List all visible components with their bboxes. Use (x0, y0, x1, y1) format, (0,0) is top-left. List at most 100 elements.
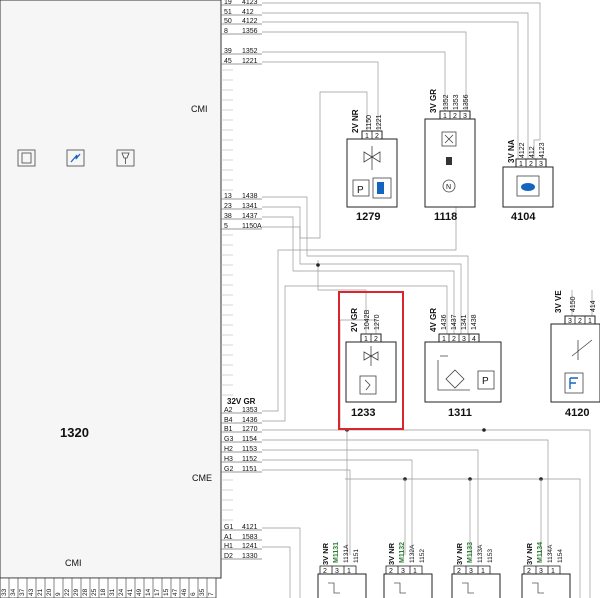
connector-label-1233: 2V GR (350, 308, 359, 332)
injector-wire-b-4: 1154 (557, 549, 564, 563)
pin-1311-1: 1 (442, 336, 446, 343)
component-4120[interactable]: 3V VE 4150 414 3 2 1 4120 (550, 290, 600, 419)
bottom-pin-16: 14 (145, 588, 152, 596)
bottom-pin-9: 28 (82, 588, 89, 596)
component-1233[interactable]: 2V GR 1042B 1270 1 2 1233 (338, 291, 404, 430)
ecu-code: 1320 (60, 425, 89, 440)
p-icon-1311: P (482, 376, 489, 387)
injector-symbol-icon (328, 582, 340, 594)
ecu-pin-top-4: 39 (224, 48, 232, 55)
bottom-pin-12: 31 (109, 588, 116, 596)
bottom-pin-20: 46 (181, 588, 188, 596)
ecu-wire-bot-0: 4121 (242, 524, 258, 531)
relay-icon (17, 149, 36, 167)
ecu-wire-mid-3: 1150A (242, 223, 262, 230)
bottom-pin-22: 35 (199, 588, 206, 596)
bottom-pin-19: 47 (172, 588, 179, 596)
pin-1233-1: 1 (364, 336, 368, 343)
wire-4120-a: 4150 (570, 296, 577, 312)
component-1279[interactable]: 2V NR 1150 1221 1 2 P 1279 (346, 109, 398, 223)
ecu-wire-top-3: 1356 (242, 28, 258, 35)
injector-icon (116, 149, 135, 167)
wire-routing (262, 2, 593, 598)
injector-pin-2-1: 3 (401, 568, 405, 575)
component-1118[interactable]: 3V GR 1352 1353 1356 1 2 3 N 1118 (424, 89, 476, 223)
gauge-icon: N (446, 184, 451, 191)
pin-1118-3: 3 (463, 113, 467, 120)
ecu-pin-mid-0: 13 (224, 193, 232, 200)
pin-1311-4: 4 (472, 336, 476, 343)
bottom-pin-21: 6 (190, 592, 197, 596)
ecu-pin-top-0: 19 (224, 0, 232, 6)
code-4104: 4104 (511, 211, 536, 223)
pin-4120-3: 3 (568, 318, 572, 325)
bottom-pin-14: 41 (127, 588, 134, 596)
bottom-pin-3: 43 (28, 588, 35, 596)
cmi-label-bottom: CMI (65, 558, 82, 568)
cme-label: CME (192, 473, 212, 483)
pin-4104-3: 3 (539, 161, 543, 168)
pin-4104-2: 2 (529, 161, 533, 168)
ecu-pin-top-1: 51 (224, 9, 232, 16)
bottom-pin-7: 22 (64, 588, 71, 596)
pin-1118-1: 1 (443, 113, 447, 120)
ecu-wire-cme-5: 1152 (242, 456, 257, 463)
injector-code-4: M1134 (537, 542, 544, 563)
injector-code-3: M1133 (467, 542, 474, 563)
wire-1311-c: 1341 (461, 314, 468, 330)
ecu-wire-mid-0: 1438 (242, 193, 258, 200)
fuel-pump-icon (377, 182, 384, 194)
bottom-pin-5: 20 (46, 588, 53, 596)
bottom-pin-10: 25 (91, 588, 98, 596)
code-1311: 1311 (448, 407, 472, 419)
wire-4104-b: 412 (529, 146, 536, 158)
wire-1233-a: 1042B (364, 309, 371, 330)
bottom-pin-23: 7 (208, 592, 215, 596)
code-1233: 1233 (351, 407, 375, 419)
ecu-pin-cme-1: B4 (224, 417, 233, 424)
wire-1311-b: 1437 (451, 314, 458, 330)
pin-1233-2: 2 (374, 336, 378, 343)
connector-label-4120: 3V VE (554, 290, 563, 313)
ecu-pin-mid-2: 38 (224, 213, 232, 220)
ecu-wire-cme-3: 1154 (242, 436, 257, 443)
ecu-pin-cme-0: A2 (224, 407, 233, 414)
ecu-pin-bot-1: A1 (224, 534, 233, 541)
pin-1279-2: 2 (375, 133, 379, 140)
wire-1118-a: 1352 (443, 94, 450, 110)
lightning-icon (66, 149, 85, 167)
bottom-pin-1: 34 (10, 588, 17, 596)
injector-wire-b-2: 1152 (419, 549, 426, 563)
connector-label-1279: 2V NR (351, 109, 360, 133)
injector-pin-3-1: 3 (469, 568, 473, 575)
bottom-pin-4: 21 (37, 588, 44, 596)
pin-1279-1: 1 (365, 133, 369, 140)
bottom-pin-11: 18 (100, 588, 107, 596)
ecu-wire-top-4: 1352 (242, 48, 258, 55)
injector-pin-1-0: 2 (323, 568, 327, 575)
ecu-pin-cme-3: G3 (224, 436, 233, 443)
component-4104[interactable]: 3V NA 4122 412 4123 1 2 3 4104 (502, 139, 554, 223)
ecu-wire-mid-2: 1437 (242, 213, 258, 220)
component-1311[interactable]: 4V GR 1436 1437 1341 1438 1 2 3 4 P 1311 (424, 308, 502, 419)
ecu-wire-top-2: 4122 (242, 18, 258, 25)
bottom-pin-13: 24 (118, 588, 125, 596)
ecu-pin-cme-4: H2 (224, 446, 233, 453)
injector-symbol-icon (462, 582, 474, 594)
bottom-pin-8: 29 (73, 588, 80, 596)
sensor-f-icon (569, 377, 578, 389)
ecu-box (0, 0, 222, 579)
bottom-pin-17: 17 (154, 588, 161, 596)
injector-pin-4-1: 3 (539, 568, 543, 575)
injector-symbol-icon (532, 582, 544, 594)
injector-pin-4-0: 2 (527, 568, 531, 575)
injector-pin-3-2: 1 (481, 568, 485, 575)
wire-1233-b: 1270 (374, 314, 381, 330)
ecu-wire-bot-2: 1241 (242, 543, 258, 550)
ecu-wire-bot-3: 1330 (242, 553, 258, 560)
